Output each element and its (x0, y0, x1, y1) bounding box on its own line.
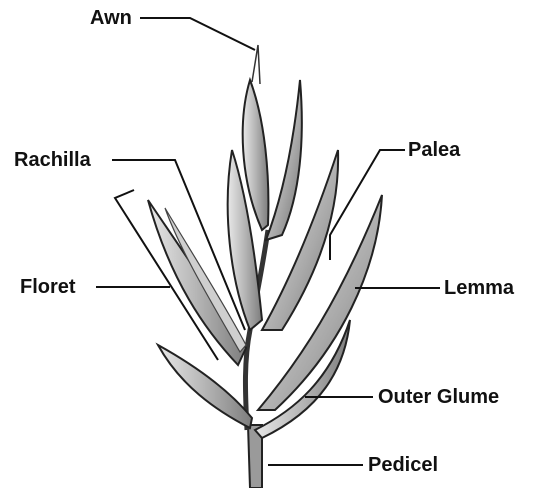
right-upper-floret (262, 150, 338, 330)
lemma-label: Lemma (444, 278, 514, 298)
awn-label: Awn (90, 8, 132, 28)
palea-label: Palea (408, 140, 460, 160)
awn-leader (140, 18, 255, 50)
top-floret-right (266, 80, 302, 240)
rachilla-label: Rachilla (14, 150, 91, 170)
floret-label: Floret (20, 277, 76, 297)
pedicel-label: Pedicel (368, 455, 438, 475)
outer-glume-label: Outer Glume (378, 387, 499, 407)
awn-bristle (252, 45, 260, 84)
